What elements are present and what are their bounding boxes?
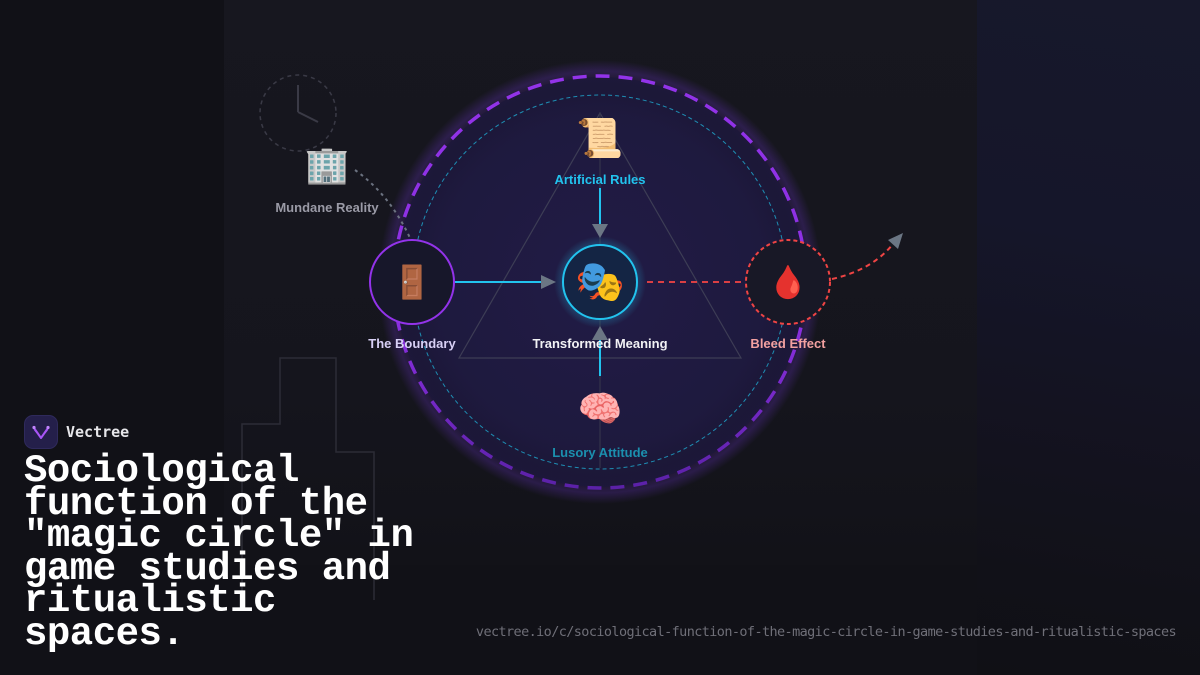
page-url: vectree.io/c/sociological-function-of-th… xyxy=(475,624,1177,640)
brand-name: Vectree xyxy=(66,423,130,441)
meaning-node-ring xyxy=(562,244,638,320)
brand: Vectree xyxy=(24,415,129,449)
scroll-icon: 📜 xyxy=(576,116,624,160)
drop-of-blood-icon: 🩸 xyxy=(768,263,808,301)
bleed-effect-label: Bleed Effect xyxy=(750,336,826,351)
rules-to-meaning-arrow xyxy=(592,188,608,238)
lusory-attitude-label: Lusory Attitude xyxy=(552,445,648,460)
office-building-icon: 🏢 xyxy=(304,145,350,186)
performing-arts-masks-icon: 🎭 xyxy=(575,259,625,305)
the-boundary-label: The Boundary xyxy=(368,336,456,351)
vectree-fork-icon xyxy=(24,415,58,449)
artificial-rules-label: Artificial Rules xyxy=(554,172,646,187)
clock-icon xyxy=(259,74,337,152)
transformed-meaning-label: Transformed Meaning xyxy=(532,336,668,351)
background-building-outline xyxy=(241,357,375,600)
mundane-to-boundary-connector xyxy=(354,169,411,239)
boundary-to-meaning-arrow xyxy=(455,275,556,289)
door-icon: 🚪 xyxy=(392,263,432,301)
page-title: Sociological function of the "magic circ… xyxy=(24,449,414,656)
brain-icon: 🧠 xyxy=(577,389,623,430)
right-gradient-panel xyxy=(977,0,1200,675)
boundary-node-ring xyxy=(369,239,455,325)
mundane-reality-label: Mundane Reality xyxy=(275,200,379,215)
bleed-node-ring xyxy=(745,239,831,325)
bleed-outward-arrow xyxy=(831,233,903,280)
lusory-to-meaning-arrow xyxy=(592,326,608,376)
